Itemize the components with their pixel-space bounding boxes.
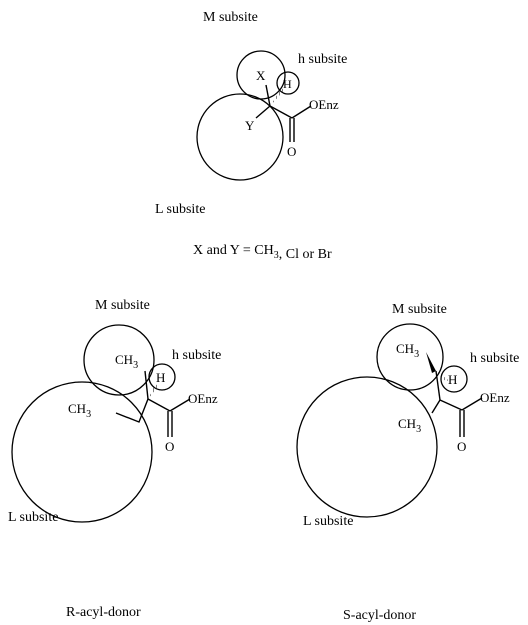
right-hashed-bond-h xyxy=(436,371,448,382)
right-ch3-upper: CH3 xyxy=(396,341,419,360)
left-o-label: O xyxy=(165,439,174,454)
top-bond-carbonyl xyxy=(269,105,293,119)
top-diagram: M subsite h subsite X Y H OEnz O L subsi… xyxy=(155,10,347,262)
top-l-subsite-circle xyxy=(196,93,284,181)
right-bond-center xyxy=(435,370,441,401)
right-m-subsite-circle xyxy=(376,323,444,391)
right-diagram: M subsite h subsite CH3 CH3 H OEnz O L s… xyxy=(296,302,519,623)
top-bond-y xyxy=(255,105,271,119)
left-bond-carbonyl xyxy=(147,398,171,412)
left-ch3-upper: CH3 xyxy=(115,352,138,371)
top-bond-x xyxy=(265,84,271,107)
right-h-label: H xyxy=(448,372,457,387)
left-double-bond xyxy=(167,411,173,437)
right-o-label: O xyxy=(457,439,466,454)
right-oenz-label: OEnz xyxy=(480,390,510,405)
top-x-label: X xyxy=(256,68,266,83)
right-bond-o-enz xyxy=(461,397,483,411)
right-wedge-bond-ch3 xyxy=(426,352,436,373)
top-h-subsite-label: h subsite xyxy=(298,52,347,67)
left-ch3-lower: CH3 xyxy=(68,401,91,420)
left-l-subsite-label: L subsite xyxy=(8,510,58,525)
right-l-subsite-circle xyxy=(296,376,438,518)
right-bond-ch3-lower xyxy=(431,399,441,414)
left-m-subsite-circle xyxy=(83,324,155,396)
right-h-subsite-circle xyxy=(440,365,468,393)
top-y-label: Y xyxy=(245,118,255,133)
right-double-bond xyxy=(459,410,465,437)
left-bond-o-enz xyxy=(169,398,191,412)
left-caption: R-acyl-donor xyxy=(66,605,141,620)
right-bond-carbonyl xyxy=(439,399,463,411)
right-ch3-lower: CH3 xyxy=(398,416,421,435)
top-bond-o-enz xyxy=(291,105,312,119)
top-l-subsite-label: L subsite xyxy=(155,202,205,217)
left-bond-ch3-lower xyxy=(115,398,149,423)
left-h-label: H xyxy=(156,370,165,385)
right-l-subsite-label: L subsite xyxy=(303,514,353,529)
top-legend: X and Y = CH3, Cl or Br xyxy=(193,243,332,262)
left-h-subsite-circle xyxy=(148,363,176,391)
top-h-subsite-circle xyxy=(276,71,300,95)
right-h-subsite-label: h subsite xyxy=(470,351,519,366)
left-h-subsite-label: h subsite xyxy=(172,348,221,363)
right-caption: S-acyl-donor xyxy=(343,608,416,623)
top-hashed-bond-h xyxy=(270,88,284,106)
top-double-bond xyxy=(289,118,295,142)
top-oenz-label: OEnz xyxy=(309,97,339,112)
left-l-subsite-circle xyxy=(11,381,153,523)
top-h-label: H xyxy=(283,77,292,91)
left-m-subsite-label: M subsite xyxy=(95,298,150,313)
left-oenz-label: OEnz xyxy=(188,391,218,406)
top-m-subsite-label: M subsite xyxy=(203,10,258,25)
right-m-subsite-label: M subsite xyxy=(392,302,447,317)
left-bond-ch3-upper xyxy=(144,370,149,400)
left-diagram: M subsite h subsite CH3 CH3 H OEnz O L s… xyxy=(8,298,221,620)
top-o-label: O xyxy=(287,144,296,159)
left-hashed-bond-h xyxy=(148,384,158,399)
